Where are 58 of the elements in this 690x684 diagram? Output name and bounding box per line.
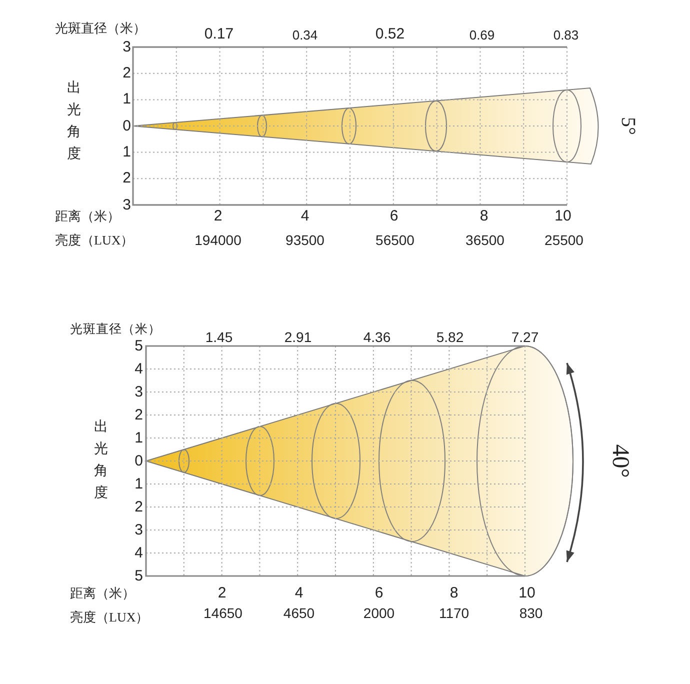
illuminance-value: 4650 [283, 606, 315, 620]
spot-diameter-value: 5.82 [436, 330, 464, 344]
spot-diameter-value: 4.36 [363, 330, 391, 344]
tick-label: 1 [134, 430, 143, 446]
spot-diameter-value: 0.69 [469, 28, 495, 42]
tick-label: 5 [134, 568, 143, 584]
tick-label: 4 [134, 362, 143, 376]
tick-label: 4 [294, 586, 304, 600]
illuminance-value: 2000 [363, 606, 395, 620]
axis-title: 出光角度 [94, 418, 108, 503]
spot-diameter-value: 0.52 [375, 26, 405, 42]
tick-label: 1 [134, 476, 143, 492]
tick-label: 5 [134, 338, 143, 354]
axis-title: 光斑直径（米） [70, 322, 161, 336]
tick-label: 2 [134, 408, 143, 422]
angle-label: 5° [618, 117, 638, 135]
tick-label: 6 [374, 586, 384, 600]
tick-label: 8 [450, 586, 458, 600]
spot-diameter-value: 7.27 [511, 330, 539, 344]
spot-diameter-value: 1.45 [205, 330, 233, 344]
illuminance-value: 56500 [376, 233, 414, 247]
spot-diameter-value: 0.34 [292, 28, 318, 42]
spot-diameter-value: 2.91 [284, 330, 312, 344]
tick-label: 2 [122, 66, 131, 80]
illuminance-value: 25500 [544, 233, 584, 247]
angle-label: 40° [608, 444, 632, 478]
illuminance-value: 194000 [194, 233, 242, 247]
tick-label: 6 [390, 208, 398, 224]
tick-label: 2 [218, 586, 226, 600]
axis-title: 距离（米） [55, 210, 120, 222]
tick-label: 3 [134, 522, 143, 538]
tick-label: 4 [134, 546, 143, 560]
illuminance-value: 830 [519, 606, 543, 620]
axis-title: 亮度（LUX） [55, 234, 134, 246]
illuminance-value: 1170 [438, 606, 470, 620]
tick-label: 2 [214, 208, 222, 224]
tick-label: 0 [122, 118, 131, 134]
axis-title: 距离（米） [70, 586, 135, 600]
axis-title: 光斑直径（米） [55, 22, 146, 34]
tick-label: 2 [122, 170, 131, 186]
spot-diameter-value: 0.83 [553, 28, 579, 42]
tick-label: 2 [134, 500, 143, 514]
tick-label: 0 [134, 454, 143, 468]
tick-label: 3 [122, 198, 131, 212]
tick-label: 10 [518, 586, 536, 600]
axis-title: 出光角度 [67, 80, 81, 164]
tick-label: 8 [480, 208, 488, 224]
illuminance-value: 14650 [204, 606, 242, 620]
tick-label: 3 [134, 384, 143, 400]
axis-title: 亮度（LUX） [70, 610, 149, 624]
illuminance-value: 93500 [286, 233, 324, 247]
spot-diameter-value: 0.17 [204, 26, 234, 42]
illuminance-value: 36500 [466, 233, 504, 247]
tick-label: 1 [122, 92, 131, 106]
tick-label: 3 [122, 40, 131, 54]
tick-label: 1 [122, 144, 131, 160]
tick-label: 10 [554, 208, 572, 224]
tick-label: 4 [300, 208, 310, 224]
